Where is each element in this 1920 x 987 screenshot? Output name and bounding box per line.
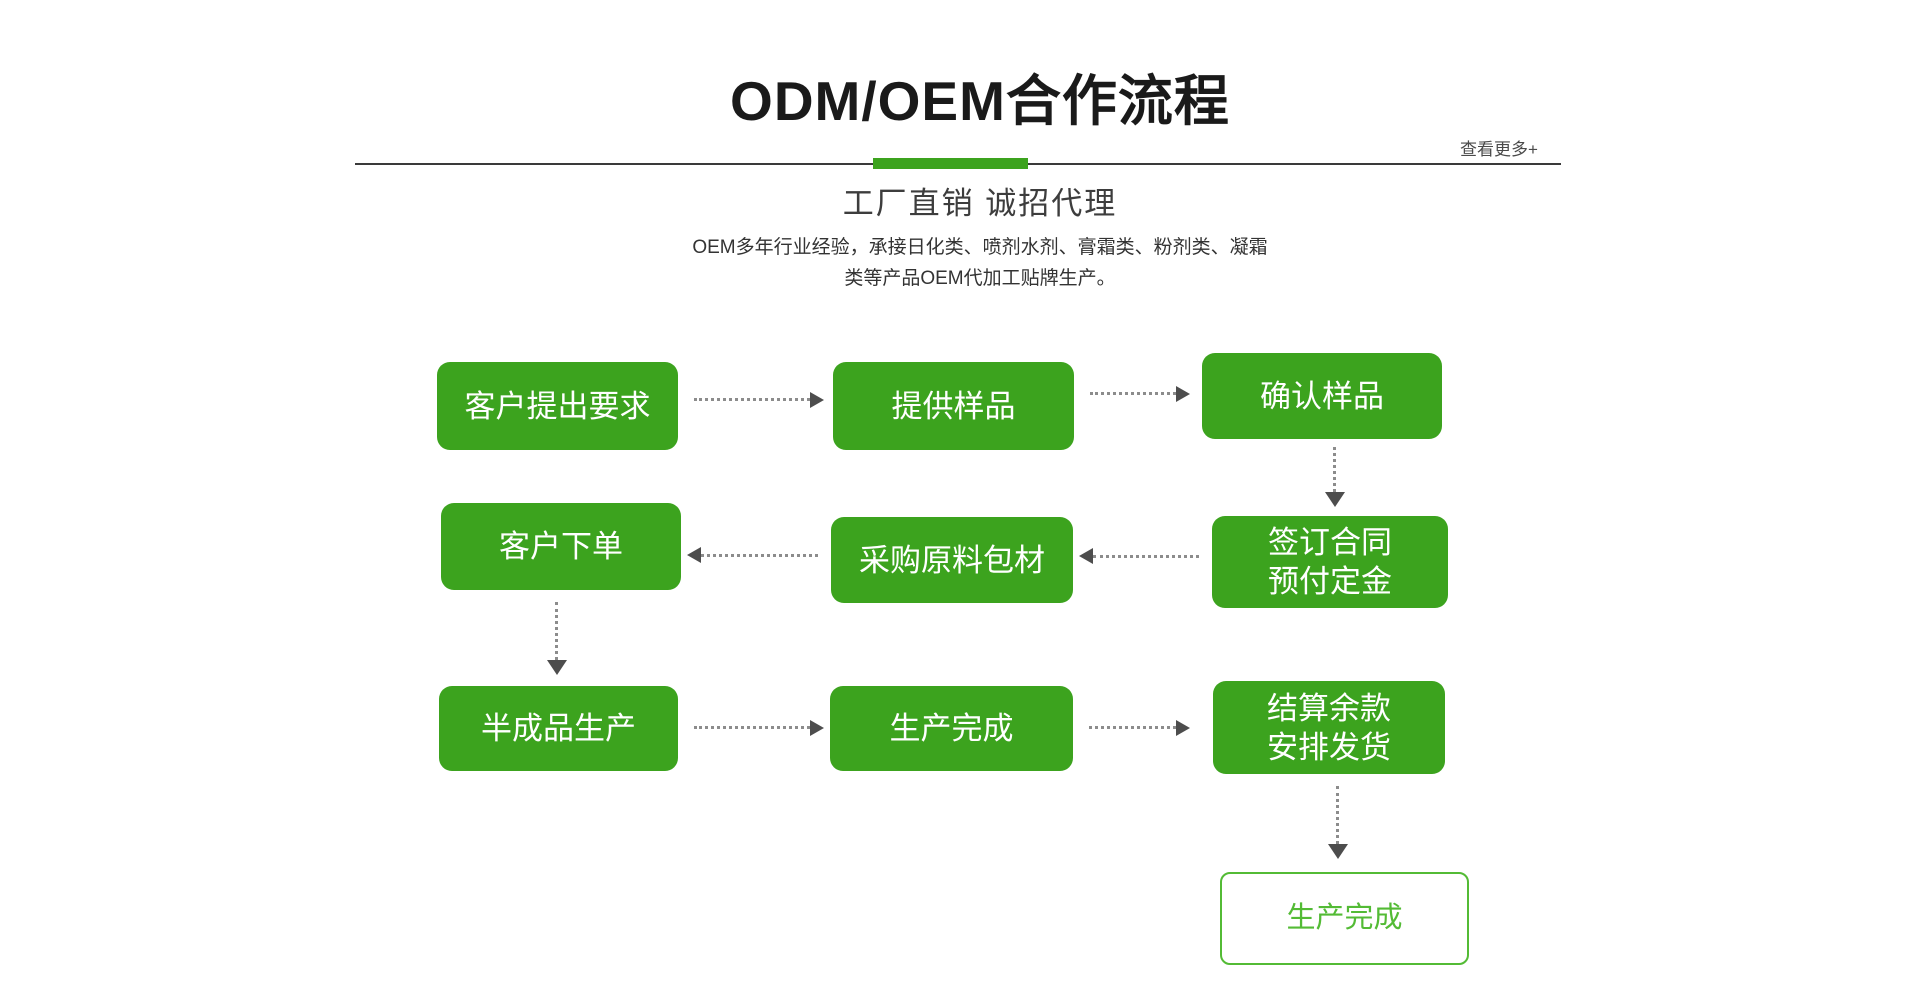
flow-step-label: 安排发货 — [1267, 729, 1391, 765]
flow-step-label: 确认样品 — [1260, 378, 1384, 414]
flow-step-label: 生产完成 — [1286, 902, 1403, 934]
arrow-right-icon — [810, 392, 824, 408]
flow-step-settle-balance-ship: 结算余款 安排发货 — [1213, 681, 1445, 774]
section-description-line1: OEM多年行业经验，承接日化类、喷剂水剂、膏霜类、粉剂类、凝霜 — [692, 237, 1268, 258]
flow-step-purchase-materials: 采购原料包材 — [831, 517, 1073, 603]
flow-step-label: 半成品生产 — [481, 711, 636, 746]
dotted-line — [694, 726, 810, 729]
section-description-line2: 类等产品OEM代加工贴牌生产。 — [844, 268, 1116, 289]
flow-step-label: 预付定金 — [1268, 564, 1392, 599]
dotted-line — [1093, 555, 1199, 558]
arrow-right-icon — [810, 720, 824, 736]
arrow-left-icon — [1079, 548, 1093, 564]
dotted-line — [555, 602, 558, 660]
dotted-line — [701, 554, 818, 557]
flow-step-sign-contract: 签订合同 预付定金 — [1212, 516, 1448, 608]
flow-step-provide-sample: 提供样品 — [833, 362, 1074, 450]
arrow-left-icon — [687, 547, 701, 563]
arrow-right-icon — [1176, 720, 1190, 736]
page-title: ODM/OEM合作流程 — [730, 70, 1230, 132]
dotted-line — [1333, 447, 1336, 492]
flow-step-label: 采购原料包材 — [859, 542, 1045, 578]
flow-step-label: 生产完成 — [889, 711, 1014, 746]
see-more-link[interactable]: 查看更多+ — [1460, 140, 1538, 159]
arrow-down-icon — [1325, 492, 1345, 507]
flow-step-label: 提供样品 — [891, 388, 1016, 424]
flow-step-confirm-sample: 确认样品 — [1202, 353, 1442, 439]
flow-step-label: 客户下单 — [499, 529, 623, 564]
flow-step-label: 客户提出要求 — [464, 388, 651, 424]
title-accent-bar — [873, 158, 1028, 169]
dotted-line — [1336, 786, 1339, 844]
arrow-right-icon — [1176, 386, 1190, 402]
arrow-down-icon — [1328, 844, 1348, 859]
flow-step-production-complete: 生产完成 — [830, 686, 1073, 771]
flow-step-customer-request: 客户提出要求 — [437, 362, 678, 450]
flow-step-customer-order: 客户下单 — [441, 503, 681, 590]
section-subtitle: 工厂直销 诚招代理 — [842, 186, 1118, 221]
arrow-down-icon — [547, 660, 567, 675]
dotted-line — [1089, 726, 1176, 729]
dotted-line — [1090, 392, 1176, 395]
dotted-line — [694, 398, 810, 401]
flow-step-production-complete-final: 生产完成 — [1220, 872, 1469, 965]
flow-step-label: 结算余款 — [1267, 690, 1391, 726]
flow-step-semi-finished-production: 半成品生产 — [439, 686, 678, 771]
flow-step-label: 签订合同 — [1268, 525, 1392, 560]
